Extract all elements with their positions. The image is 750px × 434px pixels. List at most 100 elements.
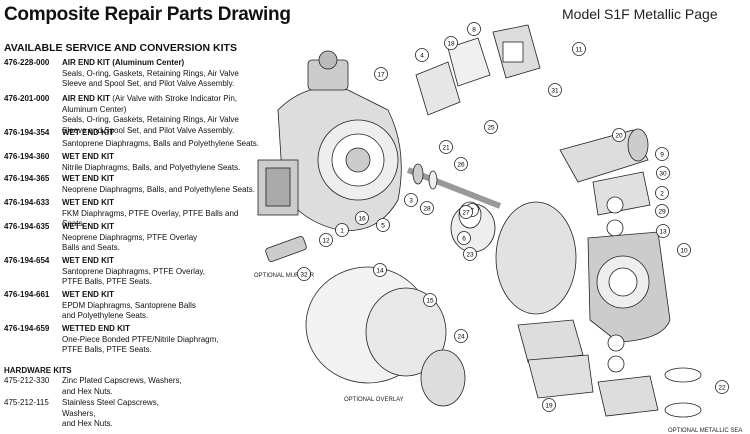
- callout-5: 5: [376, 218, 390, 232]
- kit-part-number: 476-194-661: [4, 290, 50, 299]
- kit-description-line: Sleeve and Spool Set, and Pilot Valve As…: [62, 125, 235, 135]
- hardware-description-line: and Hex Nuts.: [62, 386, 113, 396]
- callout-23: 23: [463, 247, 477, 261]
- callout-14: 14: [373, 263, 387, 277]
- svg-text:30: 30: [659, 170, 667, 177]
- metallic-seal-caption: OPTIONAL METALLIC SEA: [668, 428, 742, 434]
- model-label: Model S1F Metallic Page: [562, 6, 718, 22]
- callout-25: 25: [484, 120, 498, 134]
- svg-text:22: 22: [718, 384, 726, 391]
- center-body: [257, 50, 402, 232]
- kit-name: WET END KIT: [62, 198, 114, 207]
- callout-1: 1: [335, 223, 349, 237]
- svg-text:10: 10: [680, 247, 688, 254]
- callout-19: 19: [542, 398, 556, 412]
- svg-text:24: 24: [457, 333, 465, 340]
- hardware-part-number: 475-212-115: [4, 398, 49, 407]
- svg-text:23: 23: [466, 251, 474, 258]
- kit-part-number: 476-194-654: [4, 256, 50, 265]
- hardware-description-line: and Hex Nuts.: [62, 419, 113, 428]
- kit-description-line: Neoprene Diaphragms, PTFE Overlay: [62, 232, 198, 242]
- svg-text:28: 28: [423, 205, 431, 212]
- kit-name: WET END KIT: [62, 256, 114, 265]
- kit-description: AIR END KIT (Air Valve with Stroke Indic…: [62, 94, 262, 136]
- kit-name: WET END KIT: [62, 128, 114, 137]
- kit-note: (Air Valve with Stroke Indicator Pin, Al…: [62, 94, 238, 114]
- kit-part-number: 476-194-633: [4, 198, 50, 207]
- callout-13: 13: [656, 224, 670, 238]
- kit-part-number: 476-194-354: [4, 128, 50, 137]
- kit-name: WET END KIT: [62, 152, 114, 161]
- svg-text:16: 16: [358, 215, 366, 222]
- kit-description-line: Santoprene Diaphragms, PTFE Overlay,: [62, 266, 206, 276]
- svg-text:32: 32: [300, 271, 308, 278]
- callout-16: 16: [355, 211, 369, 225]
- svg-text:6: 6: [462, 235, 466, 242]
- svg-text:14: 14: [376, 267, 384, 274]
- svg-text:12: 12: [322, 237, 330, 244]
- hardware-heading: HARDWARE KITS: [4, 366, 72, 375]
- callout-21: 21: [439, 140, 453, 154]
- kit-description-line: One-Piece Bonded PTFE/Nitrile Diaphragm,: [62, 334, 219, 344]
- kits-heading: AVAILABLE SERVICE AND CONVERSION KITS: [4, 42, 237, 54]
- hardware-description: Stainless Steel Capscrews, Washers,and H…: [62, 398, 182, 430]
- hardware-description: Zinc Plated Capscrews, Washers,and Hex N…: [62, 376, 182, 397]
- kit-description-line: Nitrile Diaphragms, Balls, and Polyethyl…: [62, 162, 241, 172]
- callout-32: 32: [297, 267, 311, 281]
- kit-part-number: 476-194-635: [4, 222, 50, 231]
- callout-8: 8: [467, 22, 481, 36]
- callout-4: 4: [415, 48, 429, 62]
- callout-29: 29: [655, 204, 669, 218]
- callout-2: 2: [655, 186, 669, 200]
- callout-6: 6: [457, 231, 471, 245]
- svg-text:15: 15: [426, 297, 434, 304]
- kit-description-line: Sleeve and Spool Set, and Pilot Valve As…: [62, 79, 235, 88]
- callout-9: 9: [655, 147, 669, 161]
- callout-28: 28: [420, 201, 434, 215]
- kit-name: AIR END KIT (Aluminum Center): [62, 58, 185, 67]
- kit-description-line: Seals, O-ring, Gaskets, Retaining Rings,…: [62, 115, 239, 124]
- optional-muffler: [265, 236, 307, 262]
- svg-text:4: 4: [420, 52, 424, 59]
- callout-3: 3: [404, 193, 418, 207]
- kit-description-line: and Polyethylene Seats.: [62, 311, 149, 320]
- svg-text:19: 19: [545, 402, 553, 409]
- kit-part-number: 476-194-360: [4, 152, 50, 161]
- svg-text:17: 17: [377, 71, 385, 78]
- overlay-caption: OPTIONAL OVERLAY: [344, 397, 404, 403]
- hardware-description-line: Stainless Steel Capscrews, Washers,: [62, 398, 159, 418]
- kit-name: WET END KIT: [62, 222, 114, 231]
- pilot-valve-plates: [415, 24, 541, 116]
- svg-text:21: 21: [442, 144, 450, 151]
- kit-part-number: 476-194-365: [4, 174, 50, 183]
- kit-name: WETTED END KIT: [62, 324, 130, 333]
- svg-text:1: 1: [340, 227, 344, 234]
- kit-part-number: 476-194-659: [4, 324, 50, 333]
- kit-name: WET END KIT: [62, 290, 114, 299]
- kit-name: AIR END KIT: [62, 94, 110, 103]
- kit-description-line: EPDM Diaphragms, Santoprene Balls: [62, 300, 196, 310]
- kit-part-number: 476-201-000: [4, 94, 50, 103]
- svg-text:25: 25: [487, 124, 495, 131]
- svg-text:9: 9: [660, 151, 664, 158]
- svg-text:5: 5: [381, 222, 385, 229]
- kit-description-line: Seals, O-ring, Gaskets, Retaining Rings,…: [62, 68, 239, 78]
- svg-text:27: 27: [462, 209, 470, 216]
- kit-name: WET END KIT: [62, 174, 114, 183]
- svg-text:29: 29: [658, 208, 666, 215]
- svg-text:20: 20: [615, 132, 623, 139]
- callout-15: 15: [423, 293, 437, 307]
- svg-text:2: 2: [660, 190, 664, 197]
- muffler-caption: OPTIONAL MUFFLER: [254, 273, 315, 279]
- callout-18: 18: [444, 36, 458, 50]
- exploded-parts-drawing: OPTIONAL MUFFLER OPTIONAL OVERLAY OPTION…: [254, 22, 742, 434]
- kit-description-line: Santoprene Diaphragms, Balls and Polyeth…: [62, 138, 260, 148]
- svg-text:31: 31: [551, 87, 559, 94]
